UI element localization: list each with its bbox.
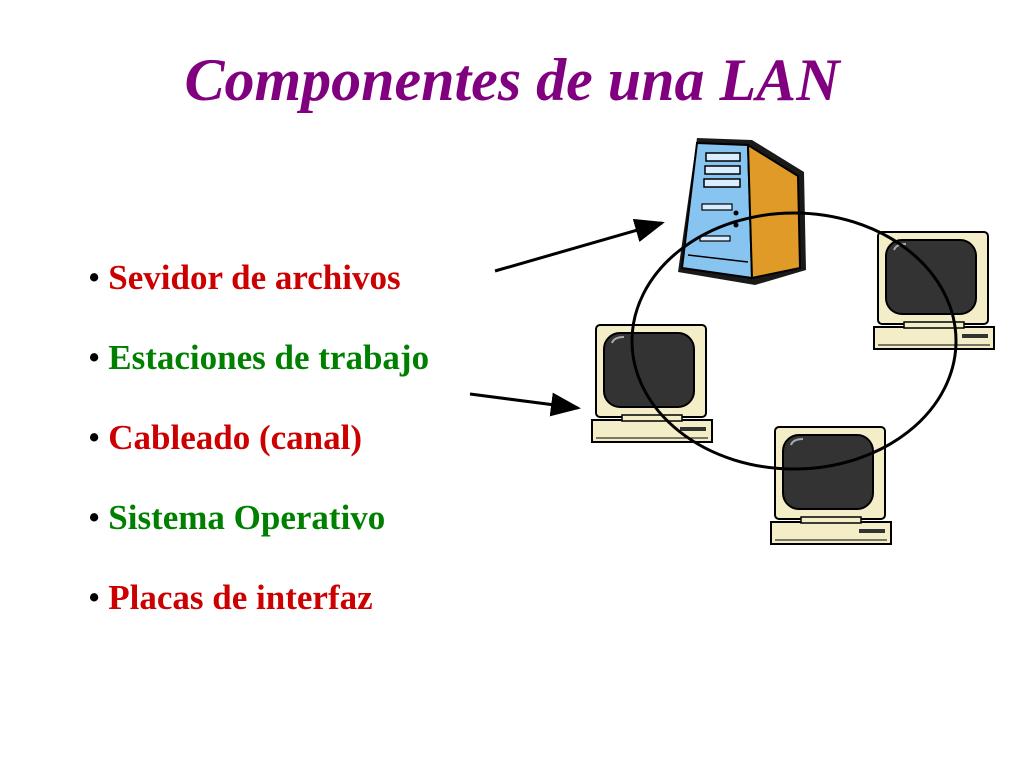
bullet-label: Cableado (canal) [108, 418, 363, 457]
bullet-label: Estaciones de trabajo [108, 338, 430, 377]
arrow-to-server [494, 218, 665, 273]
bullet-label: Sistema Operativo [108, 498, 386, 537]
bullet-dot: • [88, 498, 101, 537]
workstation-icon [770, 426, 892, 545]
bullet-label: Placas de interfaz [108, 578, 373, 617]
bullet-item-workstations: •Estaciones de trabajo [88, 338, 429, 378]
bullet-list: •Sevidor de archivos •Estaciones de trab… [88, 258, 429, 658]
bullet-dot: • [88, 258, 101, 297]
workstation-icon [591, 324, 713, 443]
bullet-label: Sevidor de archivos [108, 258, 401, 297]
bullet-item-file-server: •Sevidor de archivos [88, 258, 429, 298]
network-ring [630, 211, 958, 471]
bullet-item-interface-cards: •Placas de interfaz [88, 578, 429, 618]
arrow-to-workstation [469, 392, 581, 417]
workstation-icon [873, 231, 995, 350]
bullet-item-cabling: •Cableado (canal) [88, 418, 429, 458]
bullet-dot: • [88, 338, 101, 377]
server-tower-icon [678, 138, 806, 285]
bullet-item-operating-system: •Sistema Operativo [88, 498, 429, 538]
bullet-dot: • [88, 418, 101, 457]
bullet-dot: • [88, 578, 101, 617]
slide-title: Componentes de una LAN [184, 47, 840, 113]
